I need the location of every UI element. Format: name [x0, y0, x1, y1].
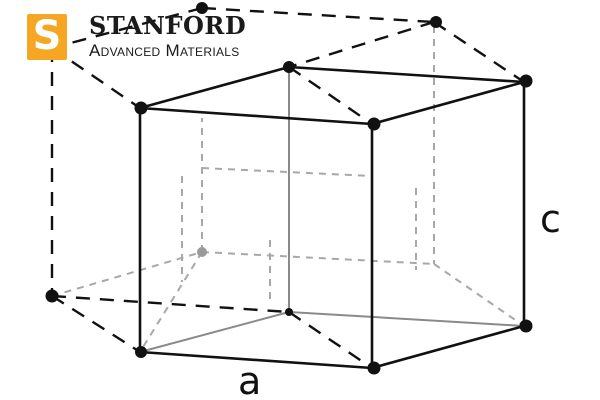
vertex-hidden	[197, 247, 207, 257]
edge-label-a: a	[238, 359, 261, 400]
dashed-left-back-bottom	[51, 294, 290, 314]
company-logo: S STANFORD Advanced Materials	[27, 11, 307, 63]
hidden-back-bottom	[201, 251, 435, 265]
dashed-top-diagonal	[288, 20, 435, 69]
grey-bottom-front	[139, 311, 290, 353]
vertex	[283, 61, 295, 73]
vertex	[45, 289, 59, 303]
vertex	[430, 16, 442, 28]
dashed-left-top	[51, 47, 141, 109]
vertex	[367, 361, 381, 375]
hidden-right-bottom	[433, 263, 525, 327]
dashed-top-left	[51, 6, 203, 50]
solid-edges	[138, 65, 526, 370]
hidden-top-inner	[201, 167, 373, 177]
vertex	[134, 101, 148, 115]
edge-top-back	[288, 65, 525, 84]
vertices	[45, 2, 533, 375]
edge-bottom-front	[139, 350, 373, 370]
vertex	[519, 319, 533, 333]
vertex	[367, 117, 381, 131]
dashed-edges	[50, 6, 525, 369]
dashed-inner-bottom	[288, 311, 373, 369]
grey-guides	[139, 67, 525, 353]
edge-top-left-back	[139, 65, 290, 110]
hidden-diagonal-front	[139, 251, 203, 353]
vertex	[519, 74, 533, 88]
edge-bottom-right	[371, 324, 525, 370]
hidden-guides	[51, 26, 525, 353]
grey-bottom-back	[288, 311, 525, 327]
dashed-top-back	[201, 6, 435, 24]
dashed-top-right	[433, 21, 525, 83]
edge-top-right	[371, 80, 525, 126]
hidden-left-bottom	[51, 251, 203, 297]
vertex	[135, 346, 147, 358]
logo-company-name: STANFORD	[89, 11, 247, 40]
logo-square-icon	[27, 14, 67, 60]
edge-top-front	[139, 106, 373, 126]
vertex	[196, 2, 208, 14]
logo-subtitle: Advanced Materials	[89, 41, 240, 60]
dashed-inner-top	[288, 66, 373, 125]
dashed-left-bottom	[51, 294, 141, 354]
logo-letter: S	[32, 13, 62, 59]
edge-label-c: c	[540, 197, 561, 241]
vertex	[285, 308, 293, 316]
